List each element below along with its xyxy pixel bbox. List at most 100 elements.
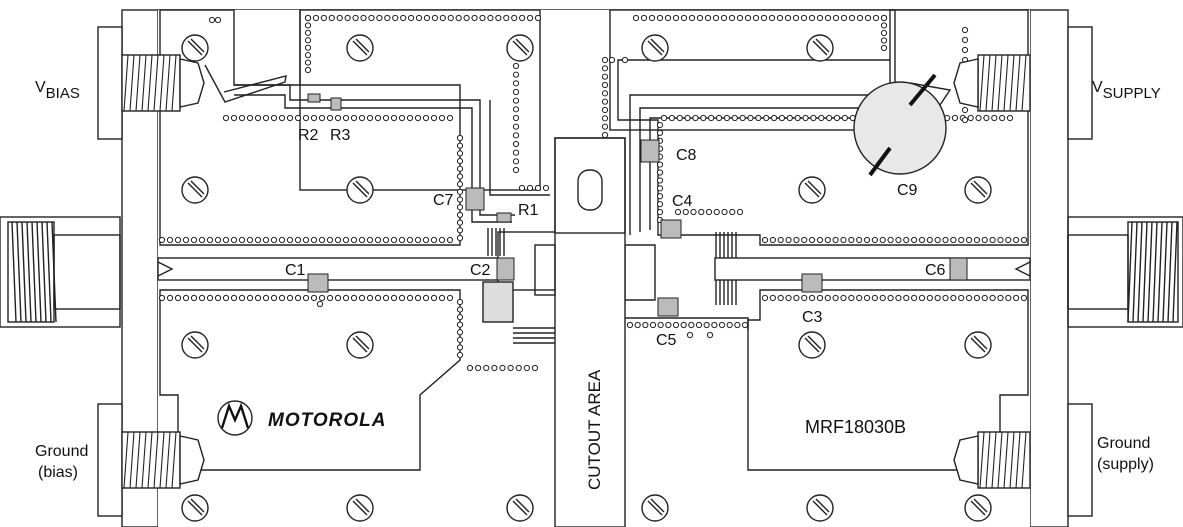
- capacitor-c6: [949, 257, 968, 281]
- via-hole: [965, 294, 973, 302]
- via-hole: [208, 16, 216, 24]
- label-c7: C7: [433, 192, 454, 209]
- via-hole: [688, 14, 696, 22]
- svg-text:VSUPPLY: VSUPPLY: [1092, 79, 1161, 102]
- via-hole: [526, 14, 534, 22]
- via-hole: [649, 321, 657, 329]
- via-hole: [222, 294, 230, 302]
- bias-wire: [204, 64, 287, 103]
- mounting-screw: [806, 34, 834, 62]
- via-hole: [336, 14, 343, 22]
- via-hole: [230, 236, 238, 244]
- via-hole: [358, 294, 366, 302]
- dc-connector: [953, 26, 1093, 140]
- via-hole: [674, 208, 682, 216]
- via-hole: [785, 294, 792, 302]
- label-c9: C9: [897, 182, 918, 199]
- via-hole: [1005, 236, 1012, 244]
- via-hole: [198, 294, 206, 302]
- via-hole: [656, 208, 664, 216]
- via-hole: [318, 114, 326, 122]
- dc-connector: [97, 403, 205, 517]
- via-hole: [918, 294, 926, 302]
- via-hole: [491, 364, 498, 372]
- via-hole: [456, 344, 464, 351]
- via-hole: [715, 114, 723, 122]
- via-hole: [254, 236, 262, 244]
- via-hole: [534, 14, 542, 22]
- via-hole: [304, 44, 312, 51]
- via-hole: [1013, 236, 1020, 244]
- via-hole: [648, 14, 656, 22]
- mounting-screw: [798, 176, 826, 204]
- via-hole: [214, 236, 222, 244]
- mounting-screws: [181, 34, 992, 522]
- via-hole: [456, 173, 464, 180]
- via-hole: [703, 321, 710, 329]
- via-hole: [475, 364, 482, 372]
- via-hole: [334, 294, 342, 302]
- via-hole: [656, 177, 664, 184]
- mounting-screw: [181, 34, 209, 62]
- via-hole: [390, 114, 398, 122]
- via-hole: [342, 114, 350, 122]
- via-hole: [238, 294, 246, 302]
- via-hole: [989, 236, 996, 244]
- via-hole: [415, 14, 423, 22]
- via-hole: [368, 14, 375, 22]
- via-hole: [642, 321, 649, 329]
- via-hole: [997, 236, 1004, 244]
- via-hole: [398, 114, 406, 122]
- via-hole: [728, 14, 736, 22]
- via-hole: [222, 236, 230, 244]
- via-hole: [879, 294, 886, 302]
- ground-pad-lower-left: [159, 289, 461, 471]
- via-hole: [512, 132, 520, 139]
- via-hole: [684, 114, 691, 122]
- via-hole: [926, 236, 933, 244]
- via-hole: [981, 236, 988, 244]
- via-hole: [706, 331, 714, 339]
- via-hole: [656, 201, 664, 208]
- via-hole: [542, 184, 550, 192]
- via-hole: [304, 29, 312, 36]
- via-hole: [512, 62, 520, 70]
- via-hole: [784, 14, 792, 22]
- via-hole: [507, 364, 514, 372]
- via-hole: [456, 188, 464, 195]
- via-hole: [438, 294, 446, 302]
- via-hole: [793, 294, 800, 302]
- capacitor-c3: [801, 273, 823, 293]
- via-hole: [456, 150, 464, 157]
- via-hole: [672, 14, 680, 22]
- dc-connector: [97, 26, 205, 140]
- via-hole: [887, 236, 894, 244]
- via-hole: [997, 294, 1004, 302]
- via-hole: [880, 29, 888, 37]
- via-hole: [526, 184, 534, 192]
- via-hole: [961, 46, 969, 54]
- mounting-screw: [964, 494, 992, 522]
- vbias-sub: BIAS: [46, 85, 80, 102]
- via-hole: [531, 364, 539, 372]
- via-hole: [158, 294, 166, 302]
- via-hole: [414, 294, 422, 302]
- via-hole: [911, 236, 918, 244]
- via-hole: [761, 294, 769, 302]
- via-hole: [794, 114, 801, 122]
- via-hole: [198, 236, 206, 244]
- via-hole: [503, 14, 510, 22]
- via-hole: [374, 114, 382, 122]
- via-hole: [626, 321, 634, 329]
- via-hole: [634, 321, 641, 329]
- via-hole: [456, 142, 464, 149]
- via-hole: [422, 236, 430, 244]
- via-hole: [519, 14, 526, 22]
- via-hole: [511, 14, 518, 22]
- via-hole: [657, 321, 664, 329]
- resistor-r2: [307, 93, 321, 103]
- via-hole: [534, 184, 542, 192]
- via-hole: [695, 321, 703, 329]
- via-hole: [222, 114, 230, 122]
- via-hole: [785, 236, 792, 244]
